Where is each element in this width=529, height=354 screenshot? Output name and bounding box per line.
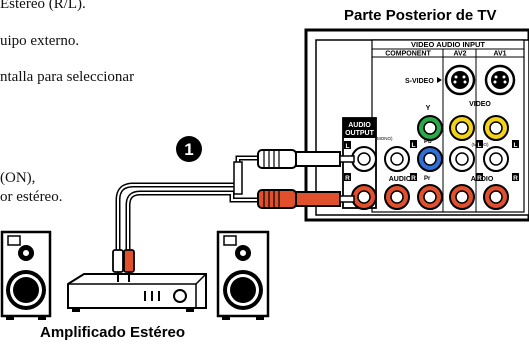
panel-component: COMPONENT <box>385 51 431 58</box>
tv-back-panel: VIDEO AUDIO INPUT COMPONENT AV2 AV1 S-VI… <box>304 28 529 222</box>
jack-audio-out-l <box>351 146 377 172</box>
audio-output-line2: OUTPUT <box>345 130 375 137</box>
jack-video-av2 <box>449 115 475 141</box>
panel-svideo: S-VIDEO <box>405 78 434 85</box>
panel-y: Y <box>426 105 431 112</box>
jack-pb <box>417 146 443 172</box>
panel-mono-left: (MONO) <box>376 136 393 141</box>
panel-av2: AV2 <box>453 51 466 58</box>
text-fragment-4: (ON), <box>0 170 36 186</box>
audio-cable <box>115 155 262 264</box>
svideo-connector-icon <box>484 64 516 96</box>
rca-plug-icon <box>123 249 135 282</box>
svg-text:L: L <box>478 142 482 149</box>
jack-pr <box>417 184 443 210</box>
amplifier-label: Amplificado Estéreo <box>40 324 186 341</box>
panel-pr: Pr <box>424 176 431 182</box>
svg-text:R: R <box>411 175 416 182</box>
jack-audio-r-av1 <box>483 184 509 210</box>
panel-header: VIDEO AUDIO INPUT <box>411 40 485 49</box>
svg-text:L: L <box>412 142 416 149</box>
rca-plug-icon <box>112 249 124 282</box>
text-fragment-5: or estéreo. <box>0 189 63 205</box>
panel-pb: Pb <box>424 139 432 145</box>
rca-plug-icon <box>257 149 355 169</box>
svg-text:L: L <box>346 143 350 150</box>
text-fragment-1: Estéreo (R/L). <box>0 0 86 12</box>
audio-output-line1: AUDIO <box>348 122 371 129</box>
jack-audio-r-comp <box>384 184 410 210</box>
rca-plug-icon <box>257 189 355 209</box>
panel-av1: AV1 <box>493 51 506 58</box>
jack-audio-r-av2 <box>449 184 475 210</box>
text-fragment-2: uipo externo. <box>0 33 80 49</box>
svg-text:R: R <box>477 175 482 182</box>
jack-audio-l-av2 <box>449 146 475 172</box>
jack-audio-out-r <box>351 184 377 210</box>
svg-text:R: R <box>345 175 350 182</box>
svideo-connector-icon <box>444 64 476 96</box>
jack-audio-l-comp <box>384 146 410 172</box>
speaker-icon <box>216 230 270 320</box>
jack-y <box>417 115 443 141</box>
svg-text:1: 1 <box>184 140 193 159</box>
svg-text:L: L <box>514 142 518 149</box>
panel-video: VIDEO <box>469 101 491 108</box>
step-marker: 1 <box>176 136 202 162</box>
amplifier-icon <box>67 273 207 312</box>
text-fragment-3: ntalla para seleccionar <box>0 69 135 85</box>
panel-audio-left: AUDIO <box>389 176 412 183</box>
speaker-icon <box>0 230 52 320</box>
jack-audio-l-av1 <box>483 146 509 172</box>
jack-video-av1 <box>483 115 509 141</box>
svg-text:R: R <box>513 175 518 182</box>
tv-back-label: Parte Posterior de TV <box>344 7 497 24</box>
